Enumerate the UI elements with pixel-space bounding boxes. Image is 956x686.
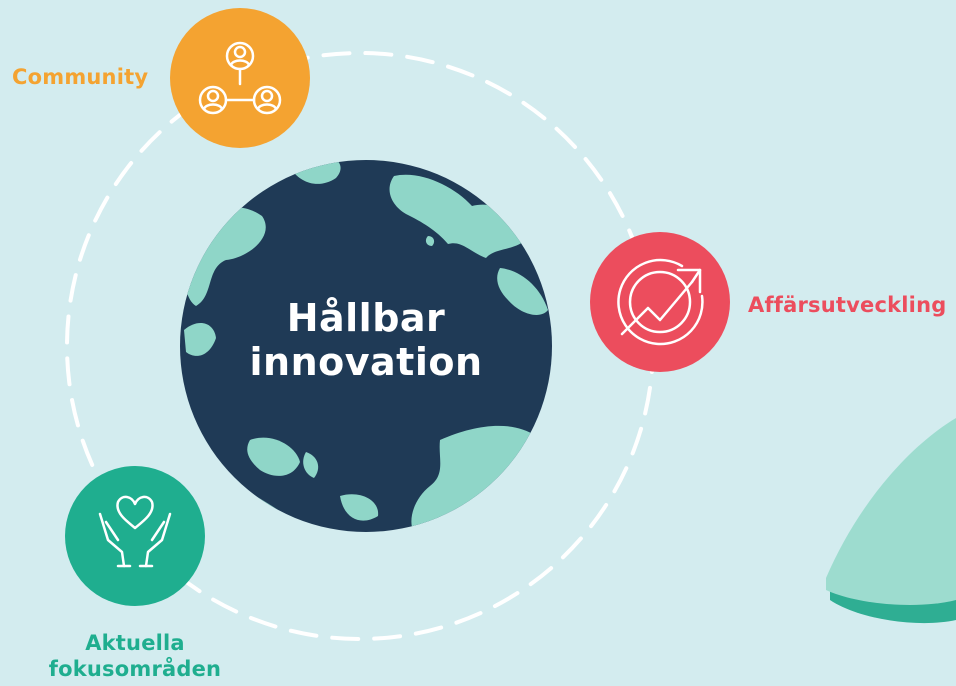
community-node bbox=[170, 8, 310, 148]
center-title-line2: innovation bbox=[249, 340, 483, 384]
aktuella-label: Aktuella fokusområden bbox=[30, 630, 240, 682]
community-label: Community bbox=[12, 65, 149, 89]
hands-heart-icon bbox=[98, 495, 172, 568]
center-title-line1: Hållbar bbox=[286, 296, 446, 340]
aktuella-label-line1: Aktuella bbox=[85, 631, 185, 655]
center-title: Hållbar innovation bbox=[196, 296, 536, 384]
aktuella-label-line2: fokusområden bbox=[48, 657, 222, 681]
people-network-icon bbox=[198, 41, 282, 115]
aktuella-node bbox=[65, 466, 205, 606]
accent-shape bbox=[826, 418, 956, 624]
affarsutveckling-label: Affärsutveckling bbox=[748, 293, 947, 317]
affarsutveckling-node bbox=[590, 232, 730, 372]
growth-arrow-icon bbox=[617, 258, 704, 346]
